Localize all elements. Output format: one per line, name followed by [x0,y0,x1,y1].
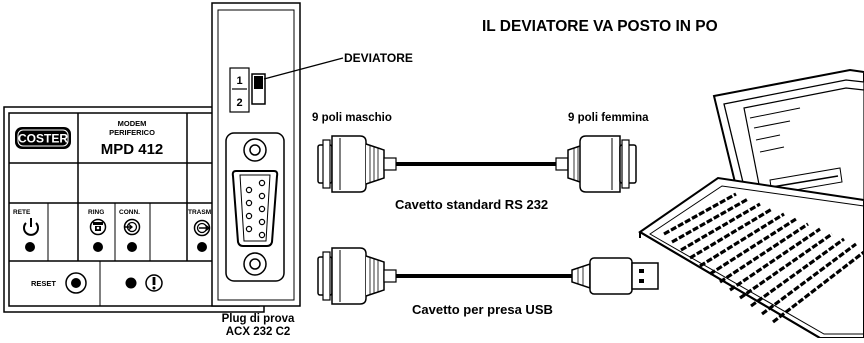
led-ring [93,242,103,252]
modem-line2: PERIFERICO [109,128,155,137]
plug-label-line1: Plug di prova [222,313,295,325]
usb-cable-caption: Cavetto per presa USB [412,302,553,317]
diagram-heading: IL DEVIATORE VA POSTO IN PO [482,18,718,35]
led-conn [127,242,137,252]
ring-icon [89,218,107,236]
usb-a-connector [571,257,659,295]
deviatore-leader-line [263,57,344,80]
reset-label: RESET [31,279,56,288]
led-label-conn: CONN. [119,209,140,216]
db9-port [225,132,285,282]
led-label-ring: RING [88,209,104,216]
switch-pos-2: 2 [236,97,242,109]
usb-db9-connector [317,247,397,305]
rs232-female-connector [555,135,637,193]
male-connector-label: 9 poli maschio [312,112,392,124]
test-plug: 1 2 Plug di prova ACX 232 [211,2,301,338]
led-rete [25,242,35,252]
coster-logo: COSTER [15,127,71,149]
led-label-trasm: TRASM. [188,209,213,216]
led-alarm [125,277,137,289]
female-connector-label: 9 poli femmina [568,112,649,124]
rs232-male-connector [317,135,397,193]
switch-pos-1: 1 [236,75,242,87]
switch-label-box: 1 2 [229,67,250,113]
led-trasm [197,242,207,252]
rs232-cable-caption: Cavetto standard RS 232 [395,197,548,212]
power-icon [23,218,39,236]
conn-icon [123,218,141,236]
reset-button[interactable] [65,272,87,294]
coster-logo-text: COSTER [18,132,68,146]
trasm-icon [193,219,211,237]
plug-label-line2: ACX 232 C2 [226,326,291,338]
modem-model: MPD 412 [101,141,164,158]
modem-line1: MODEM [118,119,147,128]
deviatore-switch[interactable] [251,73,266,105]
led-label-rete: RETE [13,209,31,216]
deviatore-label: DEVIATORE [344,51,413,65]
alarm-icon [145,274,163,292]
laptop-icon [638,68,864,339]
